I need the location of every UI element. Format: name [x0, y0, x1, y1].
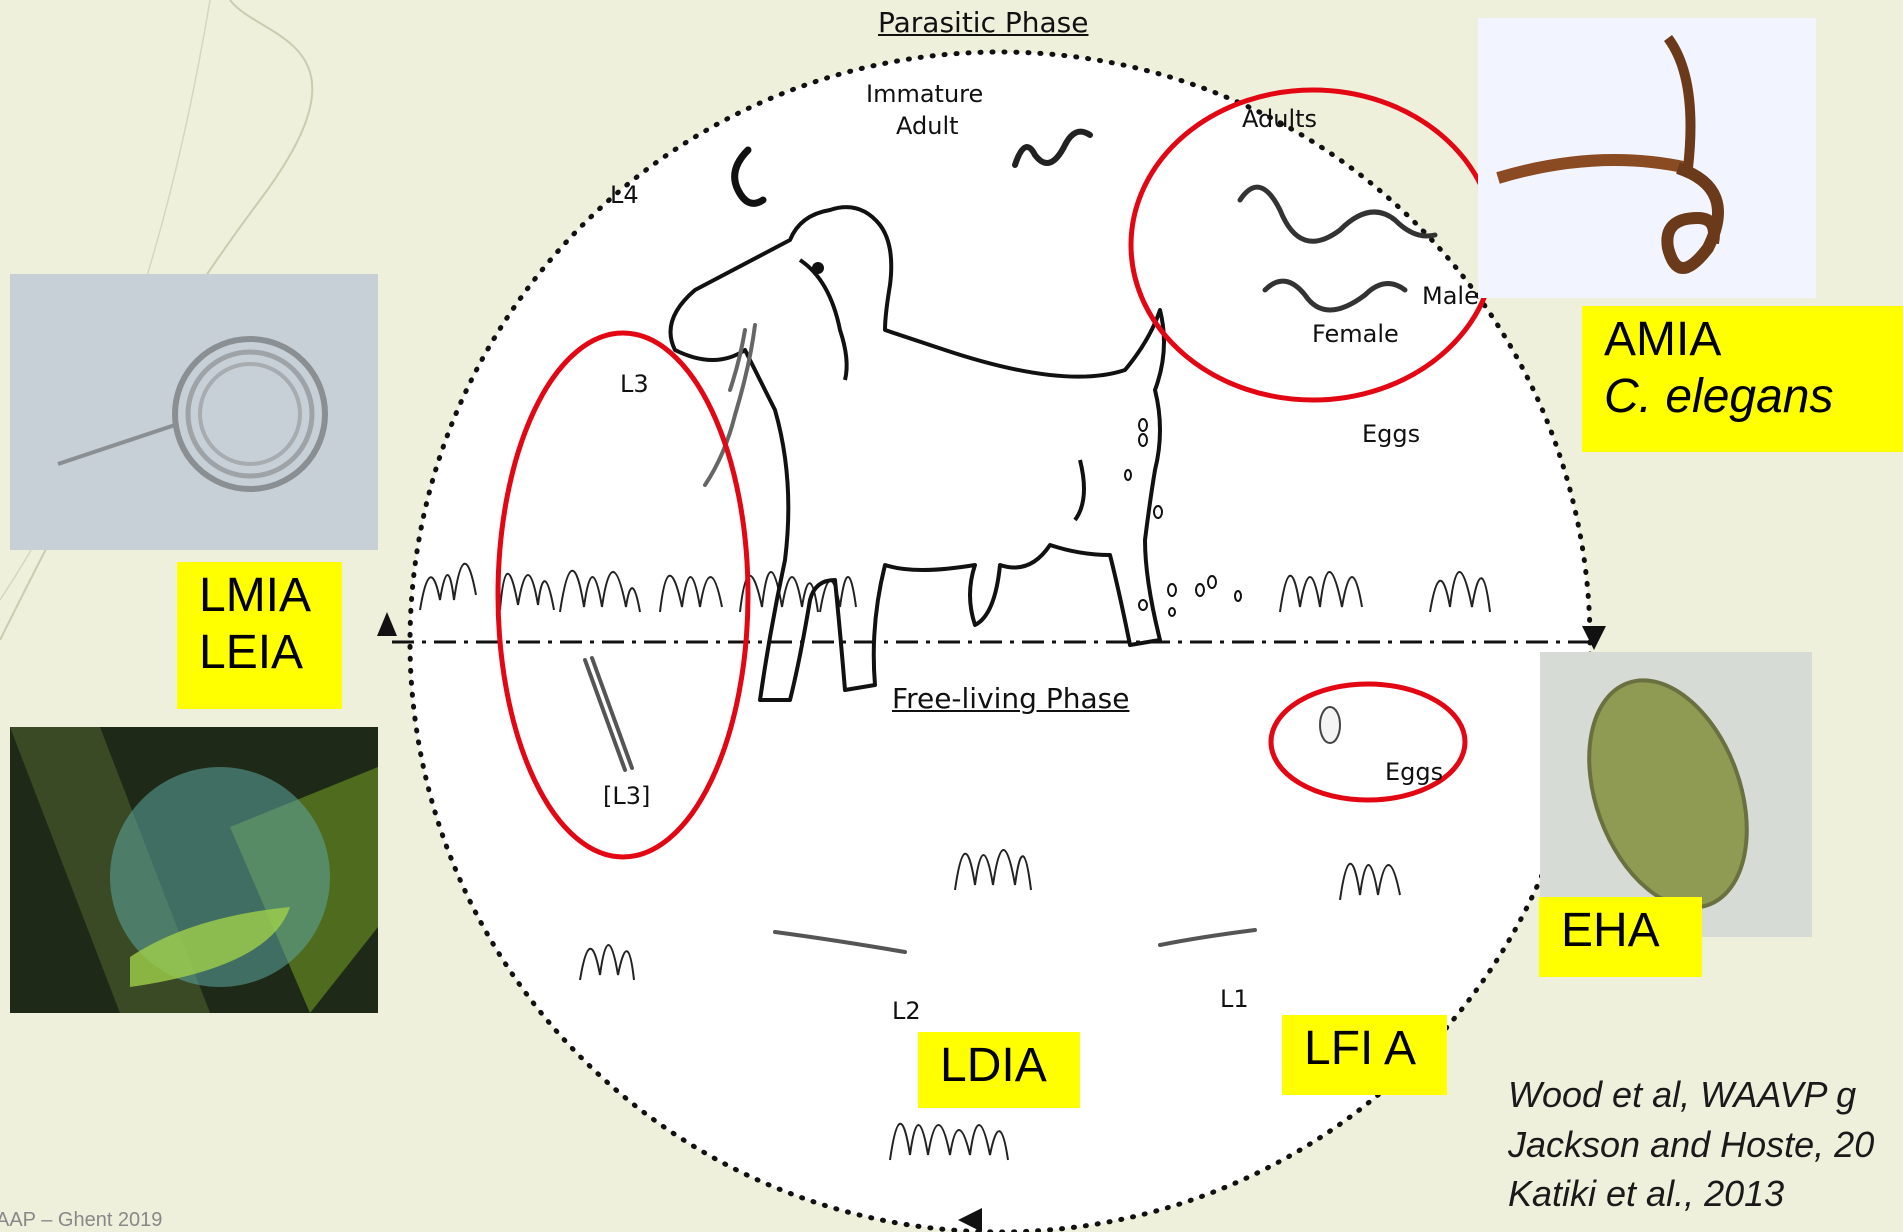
adult-worm-image	[1478, 18, 1816, 298]
footer-text: AAP – Ghent 2019	[0, 1209, 162, 1232]
stage-female: Female	[1312, 320, 1399, 348]
droplet-image	[10, 727, 378, 1013]
stage-l3: L3	[620, 370, 649, 398]
free-living-phase-title: Free-living Phase	[892, 682, 1129, 715]
stage-l2: L2	[892, 997, 921, 1025]
stage-adults: Adults	[1242, 105, 1317, 133]
photo-larvae-droplet	[10, 727, 378, 1013]
stage-l1: L1	[1220, 985, 1249, 1013]
photo-adult-worm	[1478, 18, 1816, 298]
parasitic-phase-title: Parasitic Phase	[878, 6, 1088, 39]
stage-immature-adult-line2: Adult	[896, 112, 959, 140]
stage-eggs-parasitic: Eggs	[1362, 420, 1420, 448]
label-lmia: LMIA	[199, 568, 320, 625]
stage-eggs-free: Eggs	[1385, 758, 1443, 786]
label-amia: AMIA C. elegans	[1582, 306, 1903, 452]
stage-male: Male	[1422, 282, 1479, 310]
stage-immature-adult-line1: Immature	[866, 80, 983, 108]
photo-egg-micrograph	[1540, 652, 1812, 937]
label-lmia-leia: LMIA LEIA	[177, 562, 342, 709]
egg-image	[1540, 652, 1812, 937]
egg-free	[1320, 707, 1340, 743]
label-amia-line1: AMIA	[1604, 312, 1881, 369]
larva-coil-image	[10, 274, 378, 550]
photo-larva-micrograph	[10, 274, 378, 550]
stage-l3-sheathed: [L3]	[603, 782, 650, 810]
label-eha: EHA	[1539, 897, 1702, 977]
reference-3: Katiki et al., 2013	[1508, 1173, 1784, 1215]
label-ldia: LDIA	[918, 1032, 1080, 1108]
reference-1: Wood et al, WAAVP g	[1508, 1074, 1856, 1116]
label-leia: LEIA	[199, 625, 320, 682]
reference-2: Jackson and Hoste, 20	[1508, 1124, 1874, 1166]
label-lfia: LFI A	[1282, 1015, 1447, 1095]
stage-l4: L4	[610, 181, 639, 209]
arrow-up-left	[377, 612, 397, 636]
label-amia-line2: C. elegans	[1604, 369, 1881, 426]
